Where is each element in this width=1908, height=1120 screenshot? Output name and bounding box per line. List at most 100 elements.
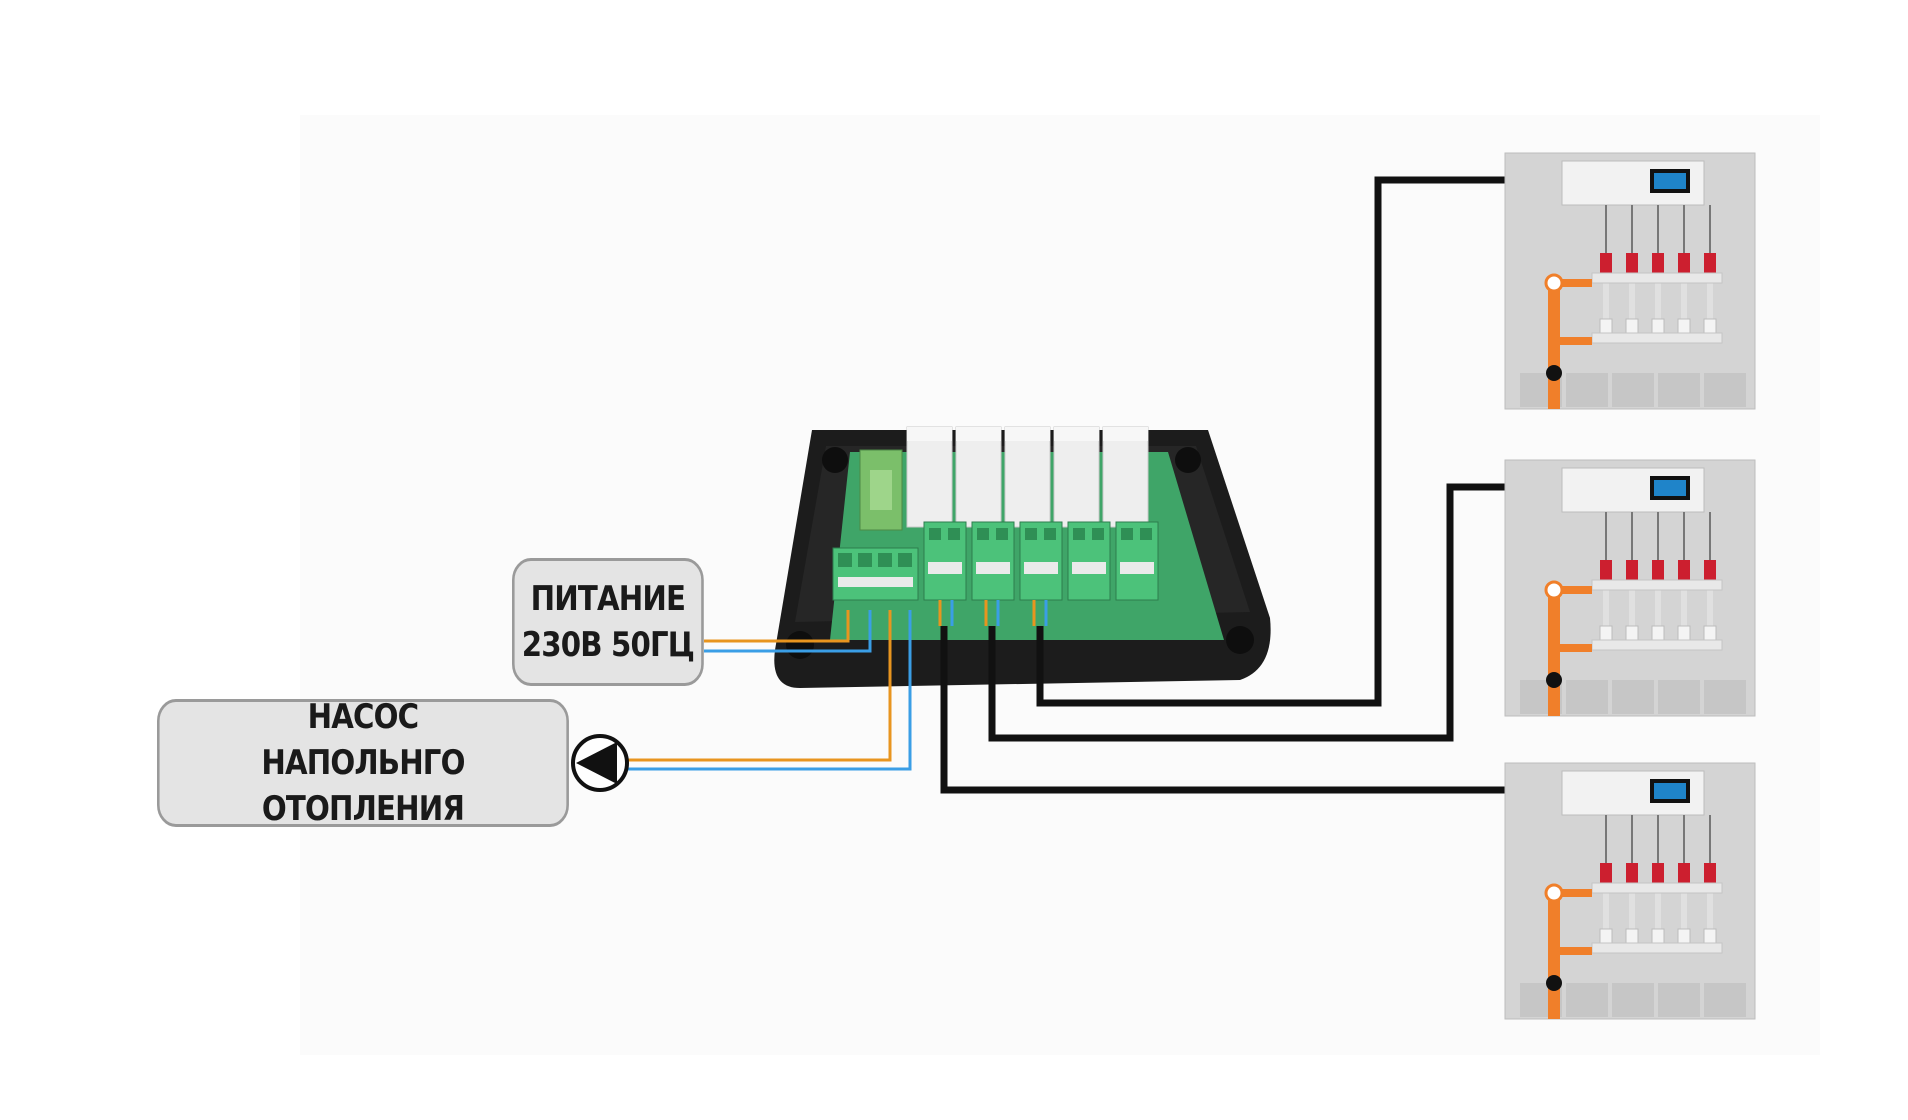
zone-3-valve-stem-5 xyxy=(1707,885,1713,929)
channel-terminal-1-screw-b xyxy=(948,528,960,540)
zone-3-return-cap-1 xyxy=(1599,928,1613,944)
power-wires xyxy=(704,610,872,653)
zone-2-valve-head-2 xyxy=(1626,560,1638,582)
relay-1 xyxy=(906,426,953,528)
zone-3-valve-stem-3 xyxy=(1655,885,1661,929)
pump-neutral-wire xyxy=(628,610,912,771)
power-terminal-label xyxy=(838,577,913,587)
zone-1-panel-slot-2 xyxy=(1566,373,1608,407)
manifold-zone-1 xyxy=(1504,152,1756,410)
zone-2-valve-stem-3 xyxy=(1655,582,1661,626)
zone-2-valve-stem-4 xyxy=(1681,582,1687,626)
zone-1-valve-knob xyxy=(1546,365,1562,381)
zone-2-return-cap-2 xyxy=(1625,625,1639,641)
power-supply-label: ПИТАНИЕ 230В 50ГЦ xyxy=(512,558,704,686)
zone-cables xyxy=(940,176,1562,794)
channel-terminal-5-screw-a xyxy=(1121,528,1133,540)
zone-2-valve-stem-5 xyxy=(1707,582,1713,626)
channel-terminal-3-screw-b xyxy=(1044,528,1056,540)
zone-1-valve-stem-5 xyxy=(1707,275,1713,319)
zone-2-riser-pipe xyxy=(1548,586,1560,716)
power-phase-wire xyxy=(704,610,850,643)
channel-terminal-2-screw-b xyxy=(996,528,1008,540)
zone-1-valve-stem-4 xyxy=(1681,275,1687,319)
zone-3-panel-slot-2 xyxy=(1566,983,1608,1017)
relay-5 xyxy=(1102,426,1149,528)
zone-3-valve-head-5 xyxy=(1704,863,1716,885)
zone-1-supply-bar xyxy=(1591,272,1723,284)
relay-4 xyxy=(1053,426,1100,528)
zone-2-panel-slot-3 xyxy=(1612,680,1654,714)
zone-1-valve-head-4 xyxy=(1678,253,1690,275)
power-label-line1: ПИТАНИЕ xyxy=(530,579,686,619)
zone-1-cable xyxy=(1036,176,1562,707)
zone-3-valve-head-1 xyxy=(1600,863,1612,885)
zone-3-valve-knob xyxy=(1546,975,1562,991)
manifold-zones xyxy=(1504,152,1756,1020)
channel-terminal-2-screw-a xyxy=(977,528,989,540)
zone-1-gauge xyxy=(1544,273,1564,293)
channel-terminal-3-screw-a xyxy=(1025,528,1037,540)
zone-2-return-cap-4 xyxy=(1677,625,1691,641)
zone-3-return-cap-2 xyxy=(1625,928,1639,944)
zone-3-valve-stem-4 xyxy=(1681,885,1687,929)
channel-terminal-3-label xyxy=(1024,562,1058,574)
zone-1-valve-stem-1 xyxy=(1603,275,1609,319)
channel-terminal-4-screw-a xyxy=(1073,528,1085,540)
manifold-zone-3 xyxy=(1504,762,1756,1020)
relay-3 xyxy=(1004,426,1051,528)
zone-2-valve-head-4 xyxy=(1678,560,1690,582)
zone-3-return-pipe xyxy=(1554,947,1592,955)
zone-2-valve-stem-1 xyxy=(1603,582,1609,626)
channel-terminal-4-label xyxy=(1072,562,1106,574)
zone-1-return-bar xyxy=(1591,332,1723,344)
zone-3-riser-pipe xyxy=(1548,889,1560,1019)
zone-1-controller-screen xyxy=(1654,173,1686,189)
zone-2-gauge xyxy=(1544,580,1564,600)
screw-hole-top-left xyxy=(822,447,848,473)
zone-3-panel-slot-3 xyxy=(1612,983,1654,1017)
channel-terminal-1-screw-a xyxy=(929,528,941,540)
channel-wires xyxy=(938,600,1048,626)
zone-2-panel-slot-4 xyxy=(1658,680,1700,714)
zone-3-return-bar xyxy=(1591,942,1723,954)
relay-2 xyxy=(955,426,1002,528)
zone-1-supply-pipe xyxy=(1554,279,1592,287)
zone-1-return-cap-5 xyxy=(1703,318,1717,334)
zone-1-valve-head-5 xyxy=(1704,253,1716,275)
channel-terminal-5-screw-b xyxy=(1140,528,1152,540)
zone-1-return-cap-2 xyxy=(1625,318,1639,334)
power-terminal-screw-1 xyxy=(838,553,852,567)
pump-label: НАСОС НАПОЛЬНГО ОТОПЛЕНИЯ xyxy=(157,697,569,829)
zone-3-return-cap-5 xyxy=(1703,928,1717,944)
manifold-zone-2 xyxy=(1504,459,1756,717)
channel-terminal-1-label xyxy=(928,562,962,574)
zone-2-return-bar xyxy=(1591,639,1723,651)
relay-2-top xyxy=(956,427,1001,441)
zone-3-valve-head-3 xyxy=(1652,863,1664,885)
zone-3-supply-bar xyxy=(1591,882,1723,894)
zone-2-return-cap-1 xyxy=(1599,625,1613,641)
zone-1-valve-head-3 xyxy=(1652,253,1664,275)
power-neutral-wire xyxy=(704,610,872,653)
zone-1-valve-head-2 xyxy=(1626,253,1638,275)
pump-label-line1: НАСОС xyxy=(307,697,419,737)
fuse xyxy=(870,470,892,510)
zone-3-valve-head-4 xyxy=(1678,863,1690,885)
zone-3-return-cap-3 xyxy=(1651,928,1665,944)
zone-3-valve-stem-1 xyxy=(1603,885,1609,929)
terminal-group xyxy=(832,521,1159,601)
zone-3-valve-stem-2 xyxy=(1629,885,1635,929)
zone-2-panel-slot-2 xyxy=(1566,680,1608,714)
pump-wires xyxy=(628,610,912,771)
channel-terminal-2-label xyxy=(976,562,1010,574)
zone-3-panel-slot-5 xyxy=(1704,983,1746,1017)
zone-3-valve-head-2 xyxy=(1626,863,1638,885)
zone-2-valve-knob xyxy=(1546,672,1562,688)
zone-2-valve-head-1 xyxy=(1600,560,1612,582)
zone-2-valve-stem-2 xyxy=(1629,582,1635,626)
zone-1-valve-stem-2 xyxy=(1629,275,1635,319)
zone-2-return-cap-5 xyxy=(1703,625,1717,641)
